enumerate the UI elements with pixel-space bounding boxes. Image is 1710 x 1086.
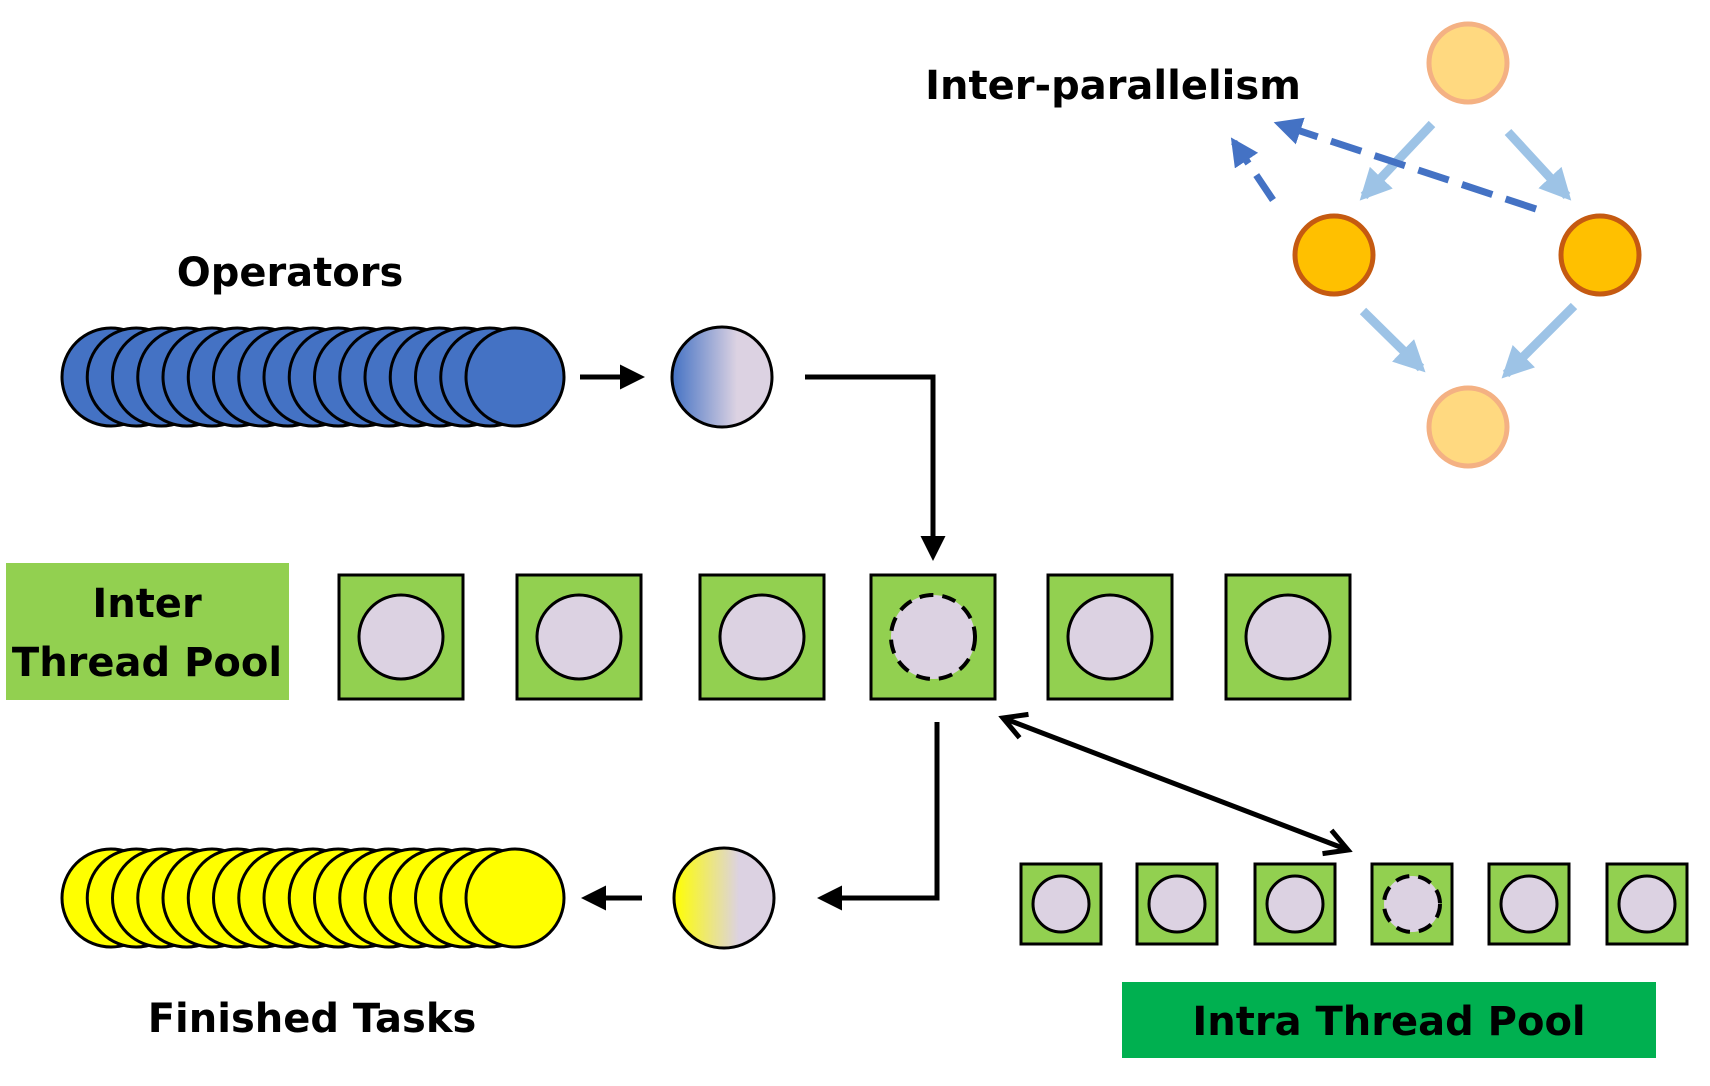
inter-thread-slot — [515, 573, 643, 701]
idle-task-circle — [1031, 874, 1091, 934]
pool-to-finished-arrow — [817, 722, 940, 911]
intra-thread-slot — [1019, 862, 1103, 946]
parallel-dashed-arrow-right — [1273, 117, 1538, 213]
inter-pool-label-line1: Inter — [92, 581, 202, 627]
parallel-dashed-arrow-left — [1230, 137, 1276, 202]
finished-task-circle — [464, 847, 566, 949]
inter-thread-slot — [337, 573, 465, 701]
idle-task-circle — [718, 593, 806, 681]
idle-task-circle — [1265, 874, 1325, 934]
inter-thread-slot — [1224, 573, 1352, 701]
operator-circle — [464, 326, 566, 428]
intra-thread-slot — [1605, 862, 1689, 946]
inter-thread-pool-slots — [337, 573, 1352, 701]
idle-task-circle — [1617, 874, 1677, 934]
dag-node-left — [1292, 213, 1376, 297]
intra-thread-pool-slots — [1019, 862, 1689, 946]
intra-thread-slot-active — [1370, 862, 1454, 946]
intra-thread-slot — [1253, 862, 1337, 946]
intra-thread-slot — [1487, 862, 1571, 946]
idle-task-circle — [535, 593, 623, 681]
intra-thread-pool-label-box — [1122, 982, 1656, 1058]
running-task-circle — [1382, 874, 1442, 934]
idle-task-circle — [1499, 874, 1559, 934]
intra-thread-slot — [1135, 862, 1219, 946]
inter-thread-slot-active — [869, 573, 997, 701]
inter-thread-pool-label-box — [6, 563, 289, 700]
dispatched-operator-node — [670, 325, 774, 429]
idle-task-circle — [1147, 874, 1207, 934]
finished-task-node — [672, 846, 776, 950]
dispatch-to-pool-arrow — [805, 374, 946, 561]
dag-edge-top-right — [1504, 128, 1572, 201]
inter-intra-link-arrow — [1003, 718, 1348, 850]
dag-node-bottom — [1426, 385, 1510, 469]
operators-label: Operators — [177, 250, 404, 296]
idle-task-circle — [1244, 593, 1332, 681]
finished-tasks-label: Finished Tasks — [148, 996, 477, 1042]
idle-task-circle — [357, 593, 445, 681]
idle-task-circle — [1066, 593, 1154, 681]
intra-pool-label: Intra Thread Pool — [1192, 999, 1585, 1045]
inter-pool-label-line2: Thread Pool — [12, 640, 282, 686]
dag-edge-right-bottom — [1501, 302, 1578, 379]
operator-queue — [60, 326, 566, 428]
running-task-circle — [889, 593, 977, 681]
inter-thread-slot — [1046, 573, 1174, 701]
inter-thread-slot — [698, 573, 826, 701]
finished-tasks-queue — [60, 847, 566, 949]
dag-edge-left-bottom — [1359, 307, 1426, 373]
dag-node-top — [1426, 21, 1510, 105]
dag-node-right — [1558, 213, 1642, 297]
inter-parallelism-label: Inter-parallelism — [925, 63, 1301, 109]
